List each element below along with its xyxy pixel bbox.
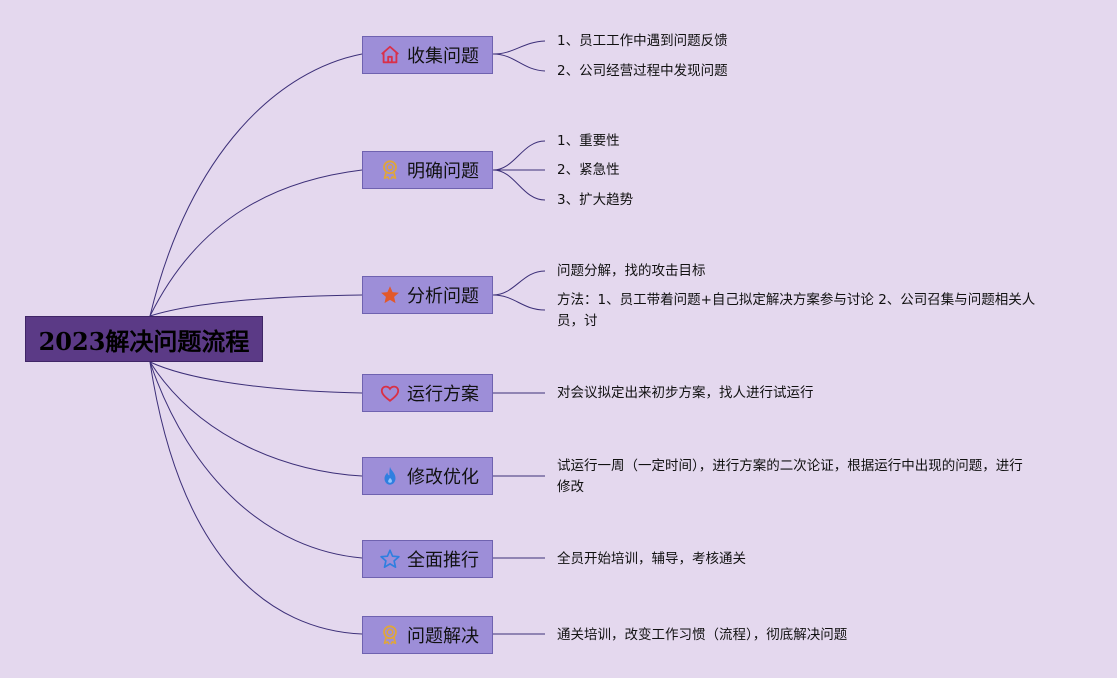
star-outline-icon: [379, 548, 401, 570]
branch-label: 明确问题: [407, 161, 479, 182]
branch-label: 问题解决: [407, 626, 479, 647]
heart-icon: [379, 382, 401, 404]
branch-label: 修改优化: [407, 467, 479, 488]
leaf-item: 试运行一周（一定时间），进行方案的二次论证，根据运行中出现的问题，进行: [557, 458, 1023, 474]
branch-run[interactable]: 运行方案: [362, 374, 493, 412]
branch-optimize[interactable]: 修改优化: [362, 457, 493, 495]
leaf-item: 员，讨: [557, 313, 598, 329]
star-filled-icon: [379, 284, 401, 306]
house-icon: [379, 44, 401, 66]
leaf-item: 对会议拟定出来初步方案，找人进行试运行: [557, 385, 814, 401]
leaf-item: 方法：1、员工带着问题+自己拟定解决方案参与讨论 2、公司召集与问题相关人: [557, 292, 1036, 308]
branch-analyze[interactable]: 分析问题: [362, 276, 493, 314]
branch-label: 全面推行: [407, 550, 479, 571]
branch-resolve[interactable]: 问题解决: [362, 616, 493, 654]
branch-rollout[interactable]: 全面推行: [362, 540, 493, 578]
branch-label: 运行方案: [407, 384, 479, 405]
leaf-item: 修改: [557, 479, 584, 495]
leaf-item: 通关培训，改变工作习惯（流程），彻底解决问题: [557, 627, 848, 643]
medal-icon: [379, 624, 401, 646]
leaf-item: 问题分解，找的攻击目标: [557, 263, 706, 279]
root-topic[interactable]: 2023解决问题流程: [25, 316, 263, 362]
branch-collect[interactable]: 收集问题: [362, 36, 493, 74]
medal-icon: [379, 159, 401, 181]
leaf-item: 1、员工工作中遇到问题反馈: [557, 33, 728, 49]
leaf-item: 1、重要性: [557, 133, 620, 149]
leaf-item: 2、紧急性: [557, 162, 620, 178]
leaf-item: 3、扩大趋势: [557, 192, 634, 208]
flame-icon: [379, 465, 401, 487]
leaf-item: 2、公司经营过程中发现问题: [557, 63, 728, 79]
branch-clarify[interactable]: 明确问题: [362, 151, 493, 189]
branch-label: 分析问题: [407, 286, 479, 307]
leaf-item: 全员开始培训，辅导，考核通关: [557, 551, 746, 567]
branch-label: 收集问题: [407, 46, 479, 67]
